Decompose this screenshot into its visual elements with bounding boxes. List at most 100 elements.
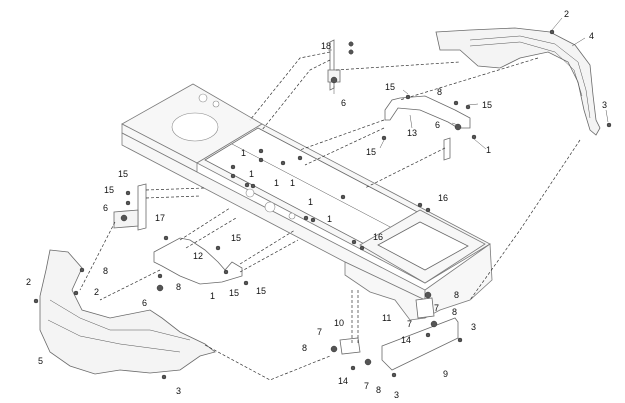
nut-icon bbox=[120, 214, 128, 222]
bracket-12 bbox=[153, 237, 243, 285]
callout-15: 15 bbox=[231, 233, 241, 243]
nut-icon bbox=[244, 182, 250, 188]
callout-16: 16 bbox=[438, 193, 448, 203]
callout-14: 14 bbox=[401, 335, 411, 345]
bolt-icon bbox=[348, 41, 354, 47]
bolt-icon bbox=[125, 200, 131, 206]
plate-9 bbox=[381, 317, 459, 371]
nut-icon bbox=[250, 183, 256, 189]
frame-hole bbox=[288, 212, 296, 220]
nut-icon bbox=[280, 160, 286, 166]
bolt-icon bbox=[381, 135, 387, 141]
callout-6: 6 bbox=[341, 98, 346, 108]
callout-10: 10 bbox=[334, 318, 344, 328]
nut-icon bbox=[471, 134, 477, 140]
callout-7: 7 bbox=[407, 319, 412, 329]
nut-icon bbox=[230, 173, 236, 179]
callout-12: 12 bbox=[193, 251, 203, 261]
bolt-icon bbox=[465, 104, 471, 110]
screw-icon bbox=[453, 100, 459, 106]
callout-1: 1 bbox=[210, 291, 215, 301]
callout-8: 8 bbox=[437, 87, 442, 97]
callout-2: 2 bbox=[94, 287, 99, 297]
bolt-icon bbox=[405, 94, 411, 100]
bracket-13 bbox=[384, 95, 471, 129]
bolt-icon bbox=[125, 190, 131, 196]
callout-11: 11 bbox=[382, 313, 391, 323]
callout-15: 15 bbox=[229, 288, 239, 298]
callout-13: 13 bbox=[407, 128, 417, 138]
nut-icon bbox=[258, 148, 264, 154]
screw-icon bbox=[549, 29, 555, 35]
bolt-icon bbox=[351, 239, 357, 245]
nut-icon bbox=[156, 284, 164, 292]
nut-icon bbox=[424, 291, 432, 299]
callout-1: 1 bbox=[327, 214, 332, 224]
callout-8: 8 bbox=[376, 385, 381, 395]
bolt-icon bbox=[425, 207, 431, 213]
screw-icon bbox=[161, 374, 167, 380]
bolt-icon bbox=[215, 245, 221, 251]
frame-rear-opening bbox=[377, 221, 469, 271]
bolt-icon bbox=[157, 273, 163, 279]
assembly-lines bbox=[79, 51, 581, 381]
callout-6: 6 bbox=[142, 298, 147, 308]
callout-1: 1 bbox=[241, 148, 246, 158]
callout-2: 2 bbox=[564, 9, 569, 19]
fasteners bbox=[33, 29, 612, 380]
callout-14: 14 bbox=[338, 376, 348, 386]
callout-2: 2 bbox=[26, 277, 31, 287]
bolt-icon bbox=[359, 245, 365, 251]
frame bbox=[121, 83, 493, 321]
bracket-11 bbox=[415, 297, 435, 319]
nut-icon bbox=[303, 215, 309, 221]
fender-left-body bbox=[39, 249, 216, 375]
callout-15: 15 bbox=[482, 100, 492, 110]
callout-15: 15 bbox=[104, 185, 114, 195]
nut-icon bbox=[297, 155, 303, 161]
nut-icon bbox=[330, 76, 338, 84]
callout-7: 7 bbox=[317, 327, 322, 337]
callout-17: 17 bbox=[155, 213, 165, 223]
callout-8: 8 bbox=[452, 307, 457, 317]
nut-icon bbox=[430, 320, 438, 328]
screw-icon bbox=[606, 122, 612, 128]
screw-icon bbox=[391, 372, 397, 378]
bolt-icon bbox=[425, 332, 431, 338]
bracket-17 bbox=[137, 183, 147, 231]
callout-16: 16 bbox=[373, 232, 383, 242]
bracket-13-leg bbox=[443, 137, 451, 161]
callouts: 18 6 2 4 3 15 8 15 13 6 15 1 1 1 1 1 1 1… bbox=[26, 9, 607, 400]
bolt-icon bbox=[348, 49, 354, 55]
nut-icon bbox=[258, 157, 264, 163]
fender-right bbox=[435, 27, 601, 136]
callout-15: 15 bbox=[256, 286, 266, 296]
screw-icon bbox=[457, 337, 463, 343]
callout-3: 3 bbox=[602, 100, 607, 110]
nut-icon bbox=[310, 217, 316, 223]
callout-9: 9 bbox=[443, 369, 448, 379]
nut-icon bbox=[364, 358, 372, 366]
fender-left bbox=[39, 249, 216, 375]
callout-3: 3 bbox=[176, 386, 181, 396]
callout-3: 3 bbox=[471, 322, 476, 332]
frame-hole bbox=[212, 100, 220, 108]
callout-7: 7 bbox=[434, 303, 439, 313]
callout-6: 6 bbox=[103, 203, 108, 213]
frame-hole bbox=[198, 93, 208, 103]
callout-8: 8 bbox=[302, 343, 307, 353]
nut-icon bbox=[340, 194, 346, 200]
bracket-10 bbox=[339, 337, 361, 355]
screw-icon bbox=[79, 267, 85, 273]
callout-4: 4 bbox=[589, 31, 594, 41]
callout-5: 5 bbox=[38, 356, 43, 366]
screw-icon bbox=[33, 298, 39, 304]
frame-rear-end bbox=[424, 243, 493, 319]
callout-15: 15 bbox=[118, 169, 128, 179]
engine-mount-hole bbox=[171, 112, 219, 142]
callout-8: 8 bbox=[103, 266, 108, 276]
callout-3: 3 bbox=[394, 390, 399, 400]
callout-1: 1 bbox=[308, 197, 313, 207]
